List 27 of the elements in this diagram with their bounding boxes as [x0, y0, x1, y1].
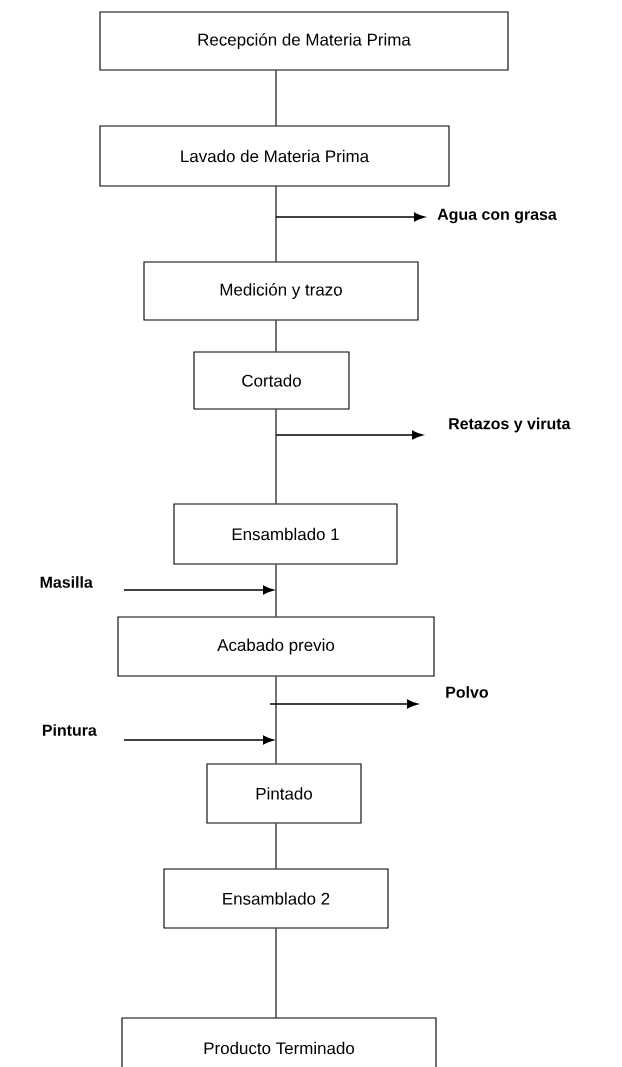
process-box: Ensamblado 1 — [173, 503, 398, 565]
arrow — [275, 430, 423, 440]
connector-line — [275, 676, 277, 764]
connector-line — [275, 823, 277, 869]
output-label: Masilla — [40, 576, 93, 588]
process-box: Producto Terminado — [121, 1017, 437, 1067]
process-box: Recepción de Materia Prima — [99, 11, 509, 71]
process-box: Ensamblado 2 — [163, 868, 389, 929]
connector-line — [275, 320, 277, 352]
connector-line — [275, 928, 277, 1019]
process-box: Lavado de Materia Prima — [99, 125, 450, 187]
output-label: Pintura — [42, 724, 97, 736]
connector-line — [275, 186, 277, 262]
process-box: Acabado previo — [117, 616, 435, 677]
process-box: Cortado — [193, 351, 350, 410]
process-box: Medición y trazo — [143, 261, 419, 321]
connector-line — [275, 70, 277, 126]
connector-line — [275, 409, 277, 504]
output-label: Agua con grasa — [437, 208, 557, 224]
process-box: Pintado — [206, 763, 362, 824]
output-label: Retazos y viruta — [449, 417, 571, 433]
arrow — [123, 735, 274, 745]
arrow — [123, 585, 274, 595]
arrow — [269, 699, 418, 709]
arrow — [275, 212, 425, 222]
output-label: Polvo — [446, 686, 488, 698]
connector-line — [275, 564, 277, 617]
